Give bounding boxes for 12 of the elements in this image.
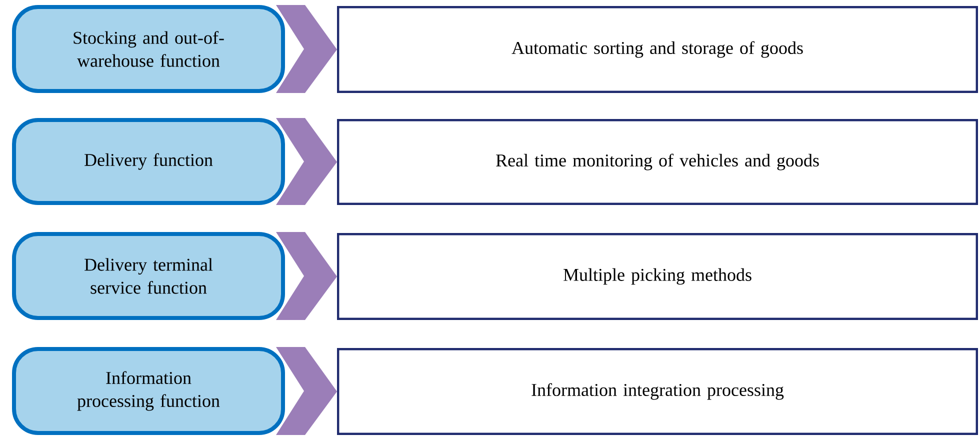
chevron-arrow xyxy=(276,5,337,93)
function-box: Information processing function xyxy=(12,347,285,435)
function-box: Stocking and out-of-warehouse function xyxy=(12,5,285,93)
chevron-arrow xyxy=(276,347,337,435)
chevron-arrow xyxy=(276,118,337,205)
feature-box: Real time monitoring of vehicles and goods xyxy=(337,119,978,205)
function-box: Delivery terminal service function xyxy=(12,232,285,320)
function-box: Delivery function xyxy=(12,118,285,205)
feature-box: Information integration processing xyxy=(337,348,978,435)
feature-box: Multiple picking methods xyxy=(337,233,978,320)
chevron-arrow xyxy=(276,232,337,320)
feature-box: Automatic sorting and storage of goods xyxy=(337,6,978,93)
